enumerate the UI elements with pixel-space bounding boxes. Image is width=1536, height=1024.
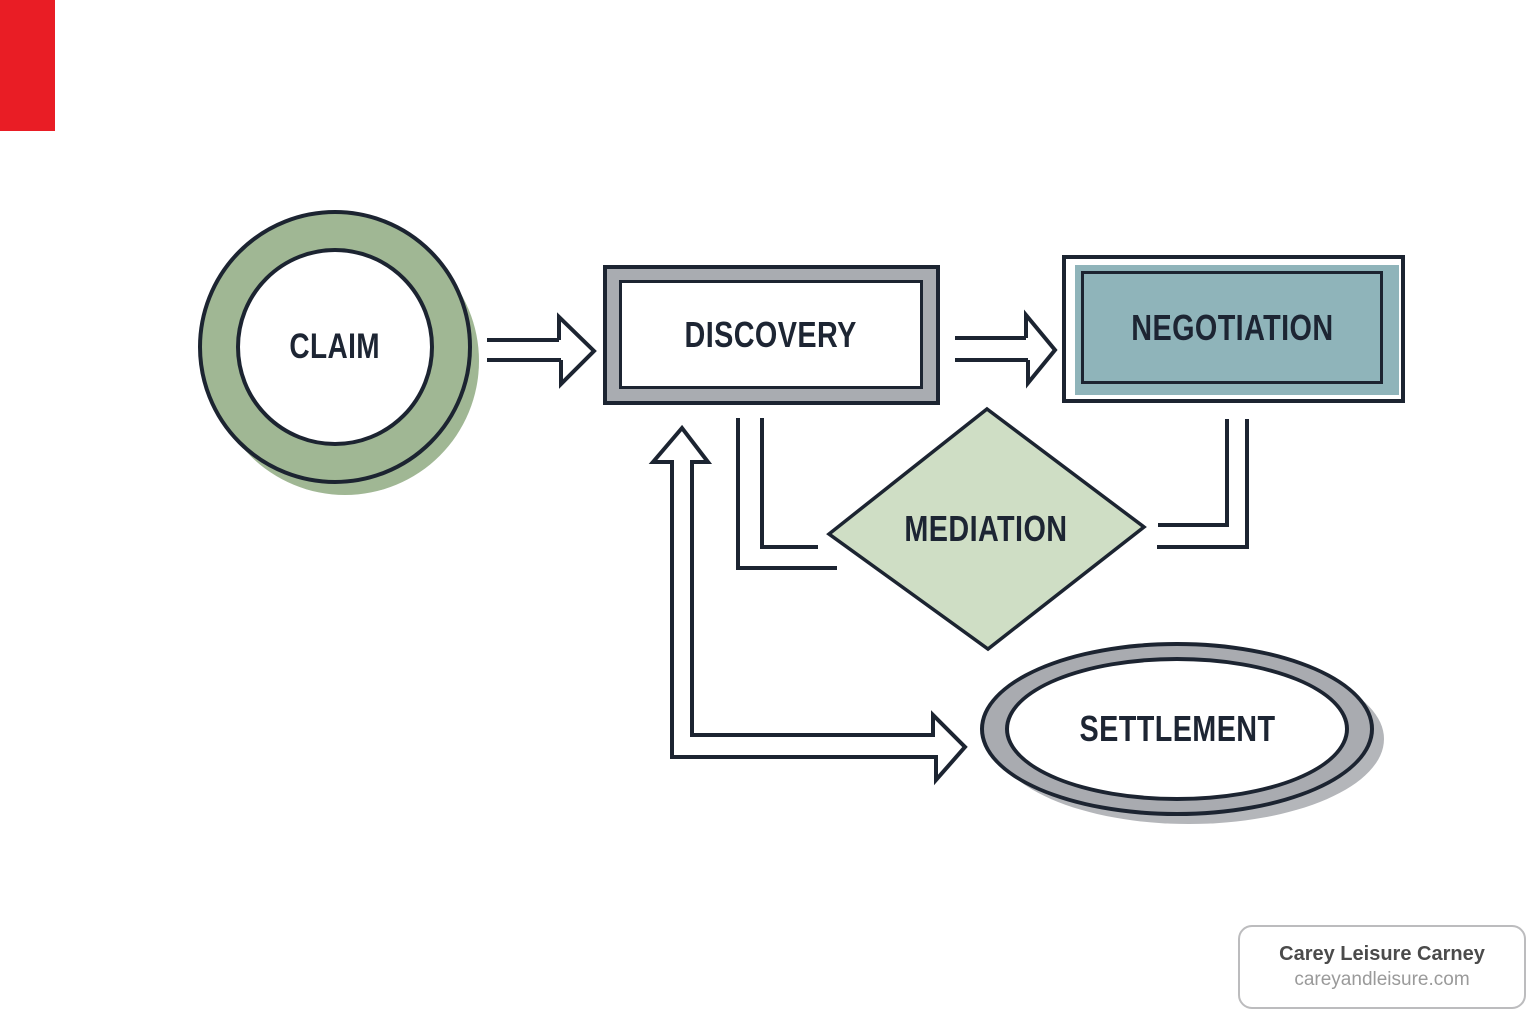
negotiation-label: NEGOTIATION (1130, 306, 1334, 348)
attribution-website: careyandleisure.com (1294, 969, 1470, 990)
claim-label: CLAIM (289, 327, 381, 366)
attribution-name: Carey Leisure Carney (1279, 943, 1485, 965)
claim-node-inner: CLAIM (236, 248, 434, 446)
settlement-node-inner: SETTLEMENT (1005, 657, 1349, 801)
negotiation-node-inner: NEGOTIATION (1081, 271, 1383, 384)
negotiation-node: NEGOTIATION (1062, 255, 1405, 403)
settlement-node: SETTLEMENT (980, 642, 1374, 816)
arrow-claim-to-discovery (487, 312, 597, 389)
connector-discovery-to-mediation (736, 418, 837, 570)
discovery-node-inner: DISCOVERY (619, 280, 923, 389)
connector-negotiation-to-mediation (1157, 419, 1249, 549)
arrow-mediation-to-discovery-and-settlement (648, 424, 968, 786)
mediation-label: MEDIATION (904, 508, 1068, 549)
arrow-discovery-to-negotiation (955, 309, 1058, 389)
claim-node: CLAIM (198, 210, 472, 484)
red-accent-bar (0, 0, 55, 131)
discovery-node: DISCOVERY (603, 265, 940, 405)
mediation-node: MEDIATION (836, 499, 1136, 559)
discovery-label: DISCOVERY (684, 313, 858, 355)
settlement-label: SETTLEMENT (1079, 708, 1275, 749)
attribution-card: Carey Leisure Carney careyandleisure.com (1238, 925, 1526, 1009)
